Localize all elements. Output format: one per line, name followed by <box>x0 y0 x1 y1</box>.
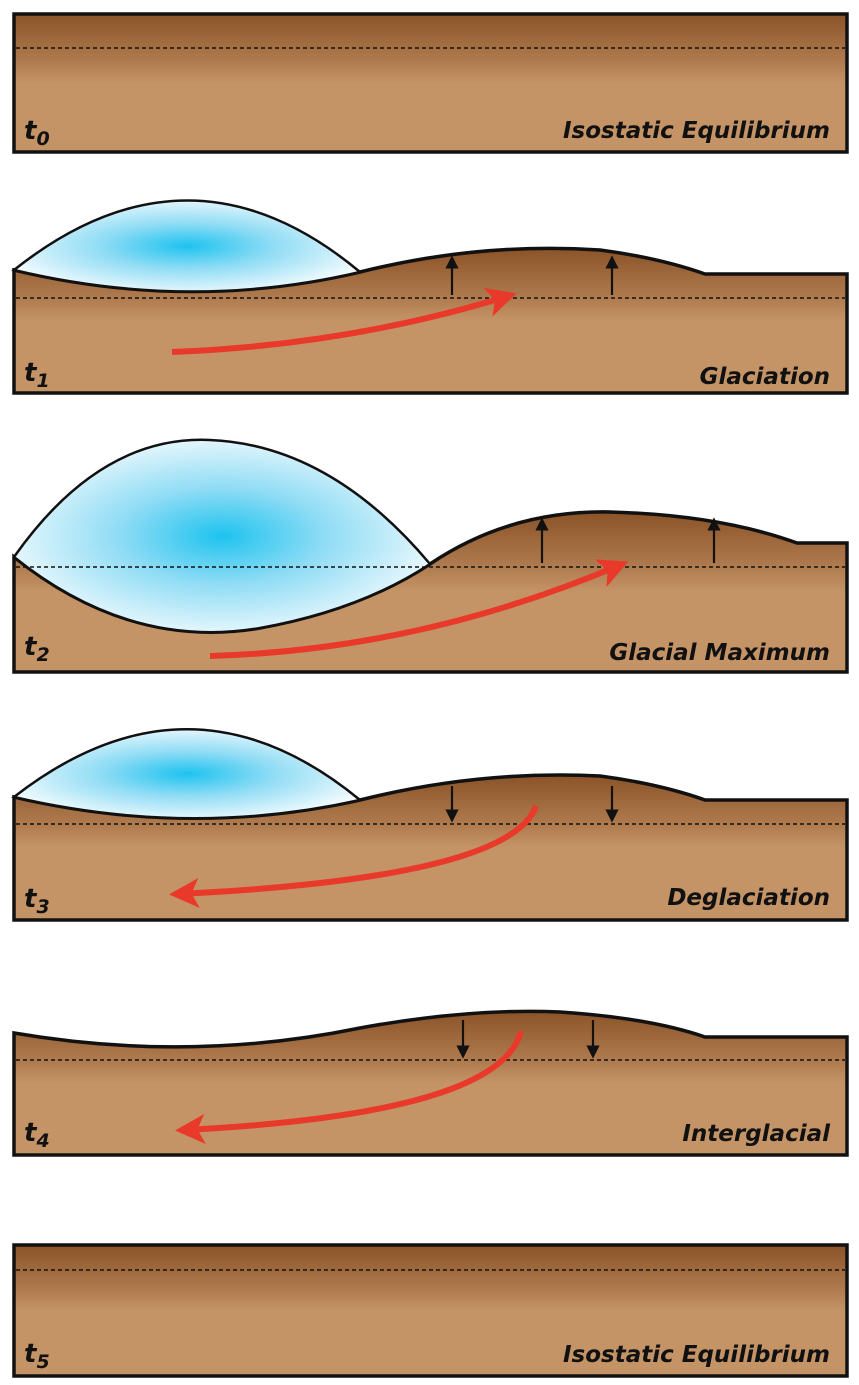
stage-label: t1 <box>24 358 50 392</box>
stage-label: t0 <box>24 116 50 150</box>
panel-t0: t0 Isostatic Equilibrium <box>12 12 849 154</box>
stage-label: t5 <box>24 1339 50 1373</box>
mantle-flow-arrow <box>171 287 517 355</box>
mantle-flow-arrow <box>209 559 629 659</box>
panel-title: Glaciation <box>700 364 830 390</box>
stage-label: t2 <box>24 632 50 666</box>
panel-t3: t3 Deglaciation <box>11 728 849 922</box>
panel-title: Isostatic Equilibrium <box>563 1342 830 1368</box>
mantle-flow-arrow <box>169 804 539 908</box>
panel-t1: t1 Glaciation <box>11 199 849 395</box>
panel-t5: t5 Isostatic Equilibrium <box>12 1243 849 1378</box>
panel-title: Isostatic Equilibrium <box>563 118 830 144</box>
panel-title: Deglaciation <box>667 885 830 911</box>
ice-sheet <box>12 438 432 634</box>
ice-sheet <box>11 199 363 293</box>
panel-title: Interglacial <box>682 1121 831 1147</box>
panel-title: Glacial Maximum <box>609 640 830 666</box>
ice-sheet <box>11 728 363 820</box>
stage-label: t3 <box>24 884 50 918</box>
stage-label: t4 <box>24 1118 50 1152</box>
panel-t4: t4 Interglacial <box>12 1009 849 1157</box>
crust-block <box>12 1009 849 1157</box>
mantle-flow-arrow <box>175 1030 524 1144</box>
crust-block <box>12 12 849 154</box>
crust-block <box>12 1243 849 1378</box>
panel-t2: t2 Glacial Maximum <box>12 438 849 674</box>
